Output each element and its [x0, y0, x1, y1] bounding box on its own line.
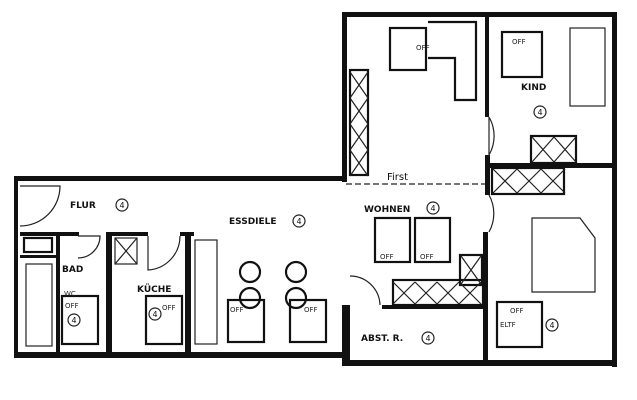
off-label: OFF [512, 38, 526, 46]
first-label: First [387, 172, 408, 183]
off-label: OFF [304, 306, 318, 314]
room-mark-wohnen: 4 [430, 204, 435, 213]
storage-cross [349, 71, 369, 99]
storage-cross [553, 136, 577, 163]
storage-cross [436, 281, 460, 305]
furniture [22, 20, 606, 349]
off-label: OFF [420, 253, 434, 261]
storage-cross [516, 168, 542, 194]
room-mark-eltern: 4 [549, 321, 554, 330]
off-label: OFF [230, 306, 244, 314]
room-label-wohnen: WOHNEN [364, 205, 410, 215]
storage-cross [540, 168, 566, 194]
doors [19, 116, 495, 306]
room-mark-abstr: 4 [425, 334, 430, 343]
room-mark-kueche: 4 [152, 310, 157, 319]
room-label-essdiele: ESSDIELE [229, 217, 277, 227]
room-label-abstr: ABST. R. [361, 334, 403, 344]
storage-cross [492, 168, 518, 194]
off-label: OFF [65, 302, 79, 310]
storage-cross [349, 123, 369, 151]
labels: FLUR 4 ESSDIELE 4 WOHNEN 4 First KIND 4 … [62, 38, 559, 345]
room-mark-kind: 4 [537, 108, 542, 117]
room-label-flur: FLUR [70, 201, 96, 211]
room-mark-essdiele: 4 [296, 217, 301, 226]
room-mark-bad: 4 [71, 316, 76, 325]
room-label-bad: BAD [62, 265, 83, 275]
storage-cross [531, 136, 555, 163]
room-label-kueche: KÜCHE [137, 284, 171, 295]
storage-cross [414, 281, 438, 305]
room-label-eltern: ELTF [500, 321, 516, 329]
storage-cross [458, 281, 482, 305]
storage-cross [392, 281, 416, 305]
off-label: OFF [416, 44, 430, 52]
storage-cross [349, 97, 369, 125]
storage-cross [349, 149, 369, 177]
room-label-wc: WC [64, 290, 76, 298]
room-label-kind: KIND [521, 83, 546, 93]
walls [14, 12, 617, 367]
off-label: OFF [510, 307, 524, 315]
off-label: OFF [162, 304, 176, 312]
storage-cross [460, 255, 482, 285]
room-mark-flur: 4 [119, 201, 124, 210]
off-label: OFF [380, 253, 394, 261]
